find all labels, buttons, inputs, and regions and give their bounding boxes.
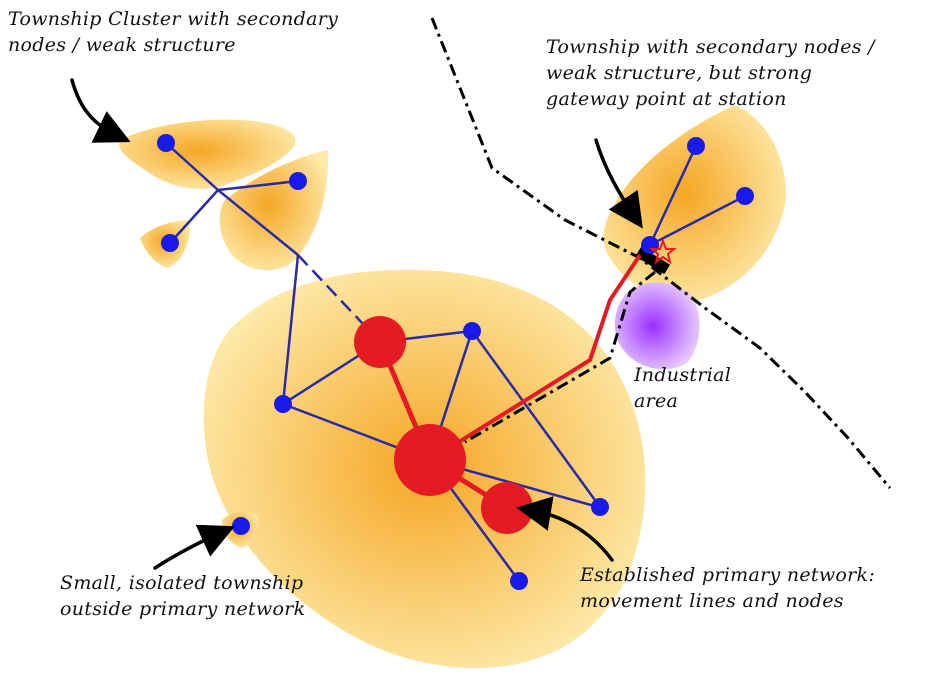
rail-line-segment	[430, 17, 892, 489]
industrial-area-label-line2: area	[634, 390, 679, 412]
secondary-node	[289, 172, 307, 190]
township-cluster-label: Township Cluster with secondary nodes / …	[8, 6, 338, 58]
secondary-node	[736, 187, 754, 205]
pointer-arrows	[70, 78, 643, 570]
secondary-line	[648, 145, 698, 246]
primary-node	[354, 316, 406, 368]
curved-arrow-icon	[594, 138, 643, 229]
primary-line-to-station	[428, 253, 642, 462]
station-platform	[635, 246, 671, 275]
rail-branch-segment	[464, 270, 656, 444]
secondary-line	[649, 194, 746, 247]
secondary-line	[217, 179, 299, 192]
secondary-line	[169, 189, 219, 244]
secondary-node	[510, 572, 528, 590]
secondary-line	[217, 189, 299, 256]
secondary-node	[274, 395, 292, 413]
secondary-node	[687, 137, 705, 155]
curved-arrow-icon	[70, 78, 131, 143]
isolated-township-label: Small, isolated township outside primary…	[60, 570, 305, 622]
nodes	[157, 134, 754, 590]
secondary-line	[165, 142, 219, 191]
star-outline-icon	[649, 238, 677, 265]
gateway-township-label-line2: weak structure, but strong	[546, 62, 813, 84]
secondary-line	[281, 254, 300, 405]
primary-node	[394, 424, 466, 496]
secondary-node	[161, 234, 179, 252]
secondary-node	[463, 322, 481, 340]
gateway-township-label: Township with secondary nodes / weak str…	[546, 34, 875, 112]
primary-network-label: Established primary network: movement li…	[580, 562, 875, 614]
curved-arrow-icon	[153, 524, 235, 570]
secondary-node	[157, 134, 175, 152]
primary-node	[481, 482, 533, 534]
industrial-area-label: Industrial area	[634, 362, 731, 414]
secondary-node	[591, 498, 609, 516]
rail-line	[430, 17, 892, 489]
secondary-node	[232, 517, 250, 535]
secondary-line	[470, 330, 602, 508]
isolated-township-label-line2: outside primary network	[60, 598, 306, 620]
industrial-area-zone	[614, 282, 700, 370]
curved-arrow-icon	[516, 496, 614, 562]
isolated-township-label-line1: Small, isolated township	[60, 572, 304, 594]
gateway-township-label-line3: gateway point at station	[546, 88, 787, 110]
primary-network-label-line2: movement lines and nodes	[580, 590, 844, 612]
primary-network-label-line1: Established primary network:	[580, 564, 876, 586]
township-cluster-label-line1: Township Cluster with secondary	[8, 8, 339, 30]
industrial-area-label-line1: Industrial	[634, 364, 732, 386]
township-cluster-label-line2: nodes / weak structure	[8, 34, 236, 56]
gateway-township-label-line1: Township with secondary nodes /	[546, 36, 875, 58]
